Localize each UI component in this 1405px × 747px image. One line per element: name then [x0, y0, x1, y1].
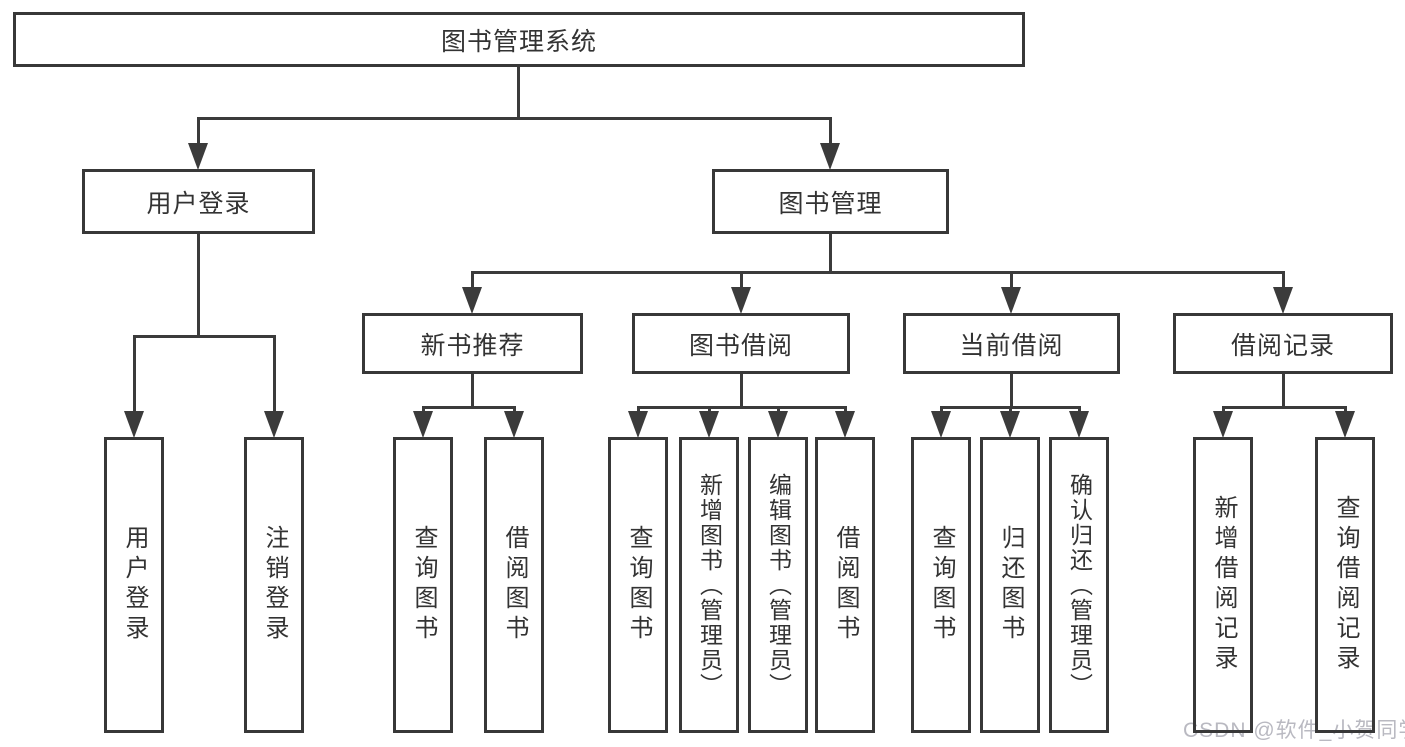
- connector-shaft-c2: [708, 406, 711, 414]
- node-root: 图书管理系统: [13, 12, 1025, 67]
- leaf-logout-label: 注销登录: [261, 525, 288, 645]
- connector-root-stem: [517, 66, 520, 120]
- connector-shaft-c1: [637, 406, 640, 414]
- arrowhead-user-login: [188, 143, 208, 170]
- leaf-cb-return-books-label: 归还图书: [997, 525, 1024, 645]
- leaf-bb-edit-books-admin: 编辑图书（管理员）: [748, 437, 808, 733]
- connector-bookmgmt-stem: [829, 233, 832, 274]
- arrowhead-c3: [768, 411, 788, 438]
- leaf-cb-query-books: 查询图书: [911, 437, 971, 733]
- leaf-bb-add-books-admin-label: 新增图书（管理员）: [696, 472, 723, 698]
- leaf-rec-query-books: 查询图书: [393, 437, 453, 733]
- connector-shaft-d1: [940, 406, 943, 414]
- connector-borrowmod-stem: [740, 373, 743, 409]
- arrowhead-book-mgmt: [820, 143, 840, 170]
- leaf-br-add-record-label: 新增借阅记录: [1210, 495, 1237, 675]
- connector-shaft-e1: [1222, 406, 1225, 414]
- leaf-bb-query-books-label: 查询图书: [625, 525, 652, 645]
- node-book-mgmt: 图书管理: [712, 169, 949, 234]
- connector-current-stem: [1010, 373, 1013, 409]
- node-new-book-rec: 新书推荐: [362, 313, 583, 374]
- arrowhead-c1: [628, 411, 648, 438]
- leaf-user-login-label: 用户登录: [121, 525, 148, 645]
- connector-shaft-borrowmod: [740, 271, 743, 289]
- connector-newbook-stem: [471, 373, 474, 409]
- node-new-book-rec-label: 新书推荐: [420, 331, 525, 360]
- leaf-bb-add-books-admin: 新增图书（管理员）: [679, 437, 739, 733]
- node-book-borrow-label: 图书借阅: [688, 331, 793, 360]
- arrowhead-c4: [835, 411, 855, 438]
- connector-shaft-currentborrow: [1010, 271, 1013, 289]
- leaf-user-login: 用户登录: [104, 437, 164, 733]
- connector-shaft-leaf-logout: [273, 335, 276, 411]
- leaf-rec-borrow-books: 借阅图书: [484, 437, 544, 733]
- arrowhead-d2: [1000, 411, 1020, 438]
- node-root-label: 图书管理系统: [440, 27, 597, 56]
- node-current-borrow-label: 当前借阅: [959, 331, 1064, 360]
- connector-records-stem: [1282, 373, 1285, 409]
- arrowhead-e1: [1213, 411, 1233, 438]
- arrowhead-b2: [504, 411, 524, 438]
- connector-shaft-user-login: [197, 117, 200, 149]
- node-borrow-records: 借阅记录: [1173, 313, 1393, 374]
- leaf-br-add-record: 新增借阅记录: [1193, 437, 1253, 733]
- leaf-cb-confirm-return-admin: 确认归还（管理员）: [1049, 437, 1109, 733]
- node-borrow-records-label: 借阅记录: [1230, 331, 1335, 360]
- connector-shaft-d2: [1009, 406, 1012, 414]
- arrowhead-currentborrow: [1001, 287, 1021, 314]
- node-book-mgmt-label: 图书管理: [778, 189, 883, 218]
- connector-bookmgmt-bar: [471, 271, 1284, 274]
- connector-records-bar: [1222, 406, 1347, 409]
- connector-shaft-book-mgmt: [829, 117, 832, 149]
- arrowhead-borrowmod: [731, 287, 751, 314]
- leaf-bb-edit-books-admin-label: 编辑图书（管理员）: [765, 472, 792, 698]
- leaf-br-query-record: 查询借阅记录: [1315, 437, 1375, 733]
- arrowhead-d1: [931, 411, 951, 438]
- leaf-rec-query-books-label: 查询图书: [410, 525, 437, 645]
- node-book-borrow: 图书借阅: [632, 313, 850, 374]
- connector-root-bar: [197, 117, 832, 120]
- leaf-cb-confirm-return-admin-label: 确认归还（管理员）: [1066, 472, 1093, 698]
- node-current-borrow: 当前借阅: [903, 313, 1120, 374]
- connector-shaft-b2: [513, 406, 516, 414]
- arrowhead-c2: [699, 411, 719, 438]
- connector-shaft-d3: [1078, 406, 1081, 414]
- arrowhead-d3: [1069, 411, 1089, 438]
- leaf-bb-query-books: 查询图书: [608, 437, 668, 733]
- node-user-login-label: 用户登录: [146, 189, 251, 218]
- connector-borrowmod-bar: [637, 406, 847, 409]
- connector-userlogin-stem: [197, 233, 200, 337]
- connector-shaft-leaf-login: [133, 335, 136, 411]
- arrowhead-e2: [1335, 411, 1355, 438]
- leaf-br-query-record-label: 查询借阅记录: [1332, 495, 1359, 675]
- leaf-bb-borrow-books: 借阅图书: [815, 437, 875, 733]
- connector-shaft-b1: [422, 406, 425, 414]
- connector-shaft-c4: [844, 406, 847, 414]
- connector-shaft-newbook: [471, 271, 474, 289]
- leaf-cb-return-books: 归还图书: [980, 437, 1040, 733]
- leaf-logout: 注销登录: [244, 437, 304, 733]
- arrowhead-b1: [413, 411, 433, 438]
- connector-shaft-c3: [777, 406, 780, 414]
- arrowhead-leaf-login: [124, 411, 144, 438]
- connector-shaft-e2: [1344, 406, 1347, 414]
- leaf-bb-borrow-books-label: 借阅图书: [832, 525, 859, 645]
- arrowhead-records: [1273, 287, 1293, 314]
- connector-shaft-records: [1282, 271, 1285, 289]
- node-user-login: 用户登录: [82, 169, 315, 234]
- arrowhead-newbook: [462, 287, 482, 314]
- arrowhead-leaf-logout: [264, 411, 284, 438]
- connector-newbook-bar: [422, 406, 516, 409]
- csdn-watermark: CSDN @软件_小贺同学: [1183, 719, 1405, 742]
- leaf-cb-query-books-label: 查询图书: [928, 525, 955, 645]
- connector-userlogin-bar: [133, 335, 276, 338]
- leaf-rec-borrow-books-label: 借阅图书: [501, 525, 528, 645]
